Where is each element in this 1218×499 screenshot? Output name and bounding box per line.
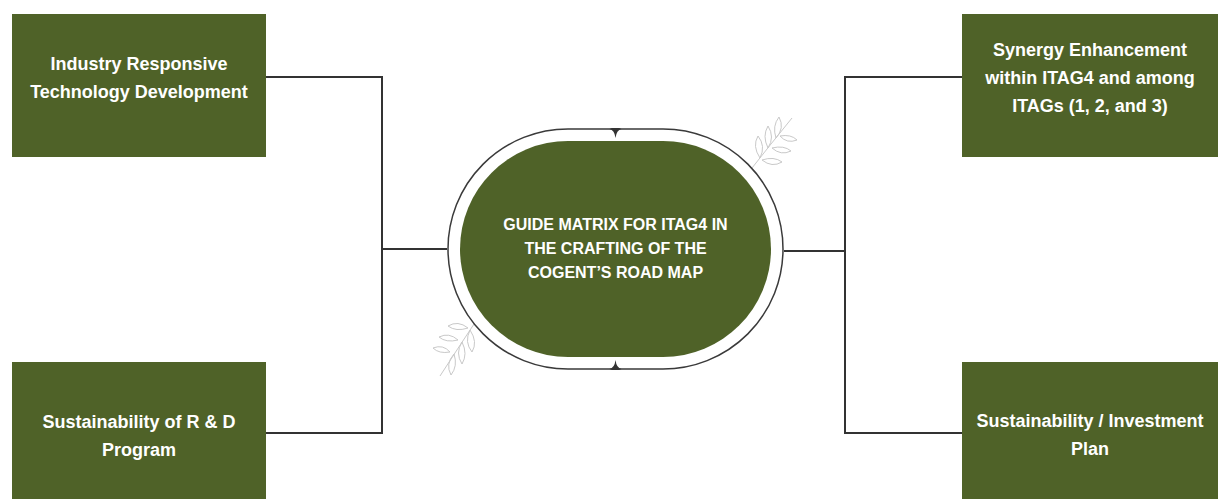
connector-line [784,77,962,251]
connector-line [784,251,962,433]
leaf-sprig [433,318,478,376]
central-oval: GUIDE MATRIX FOR ITAG4 IN THE CRAFTING O… [447,128,784,370]
topic-box: Sustainability of R & D Program [12,362,266,499]
topic-box: Synergy Enhancement within ITAG4 and amo… [962,14,1218,157]
topic-label: Industry Responsive Technology Developme… [26,50,252,106]
topic-label: Sustainability / Investment Plan [976,407,1204,463]
connector-line [266,77,447,249]
topic-label: Synergy Enhancement within ITAG4 and amo… [976,36,1204,120]
topic-box: Sustainability / Investment Plan [962,362,1218,499]
connector-line [266,249,447,433]
oval-content: GUIDE MATRIX FOR ITAG4 IN THE CRAFTING O… [447,128,784,370]
topic-box: Industry Responsive Technology Developme… [12,14,266,157]
topic-label: Sustainability of R & D Program [26,408,252,464]
leaf-sprig [752,117,797,168]
oval-title: GUIDE MATRIX FOR ITAG4 IN THE CRAFTING O… [491,213,741,285]
